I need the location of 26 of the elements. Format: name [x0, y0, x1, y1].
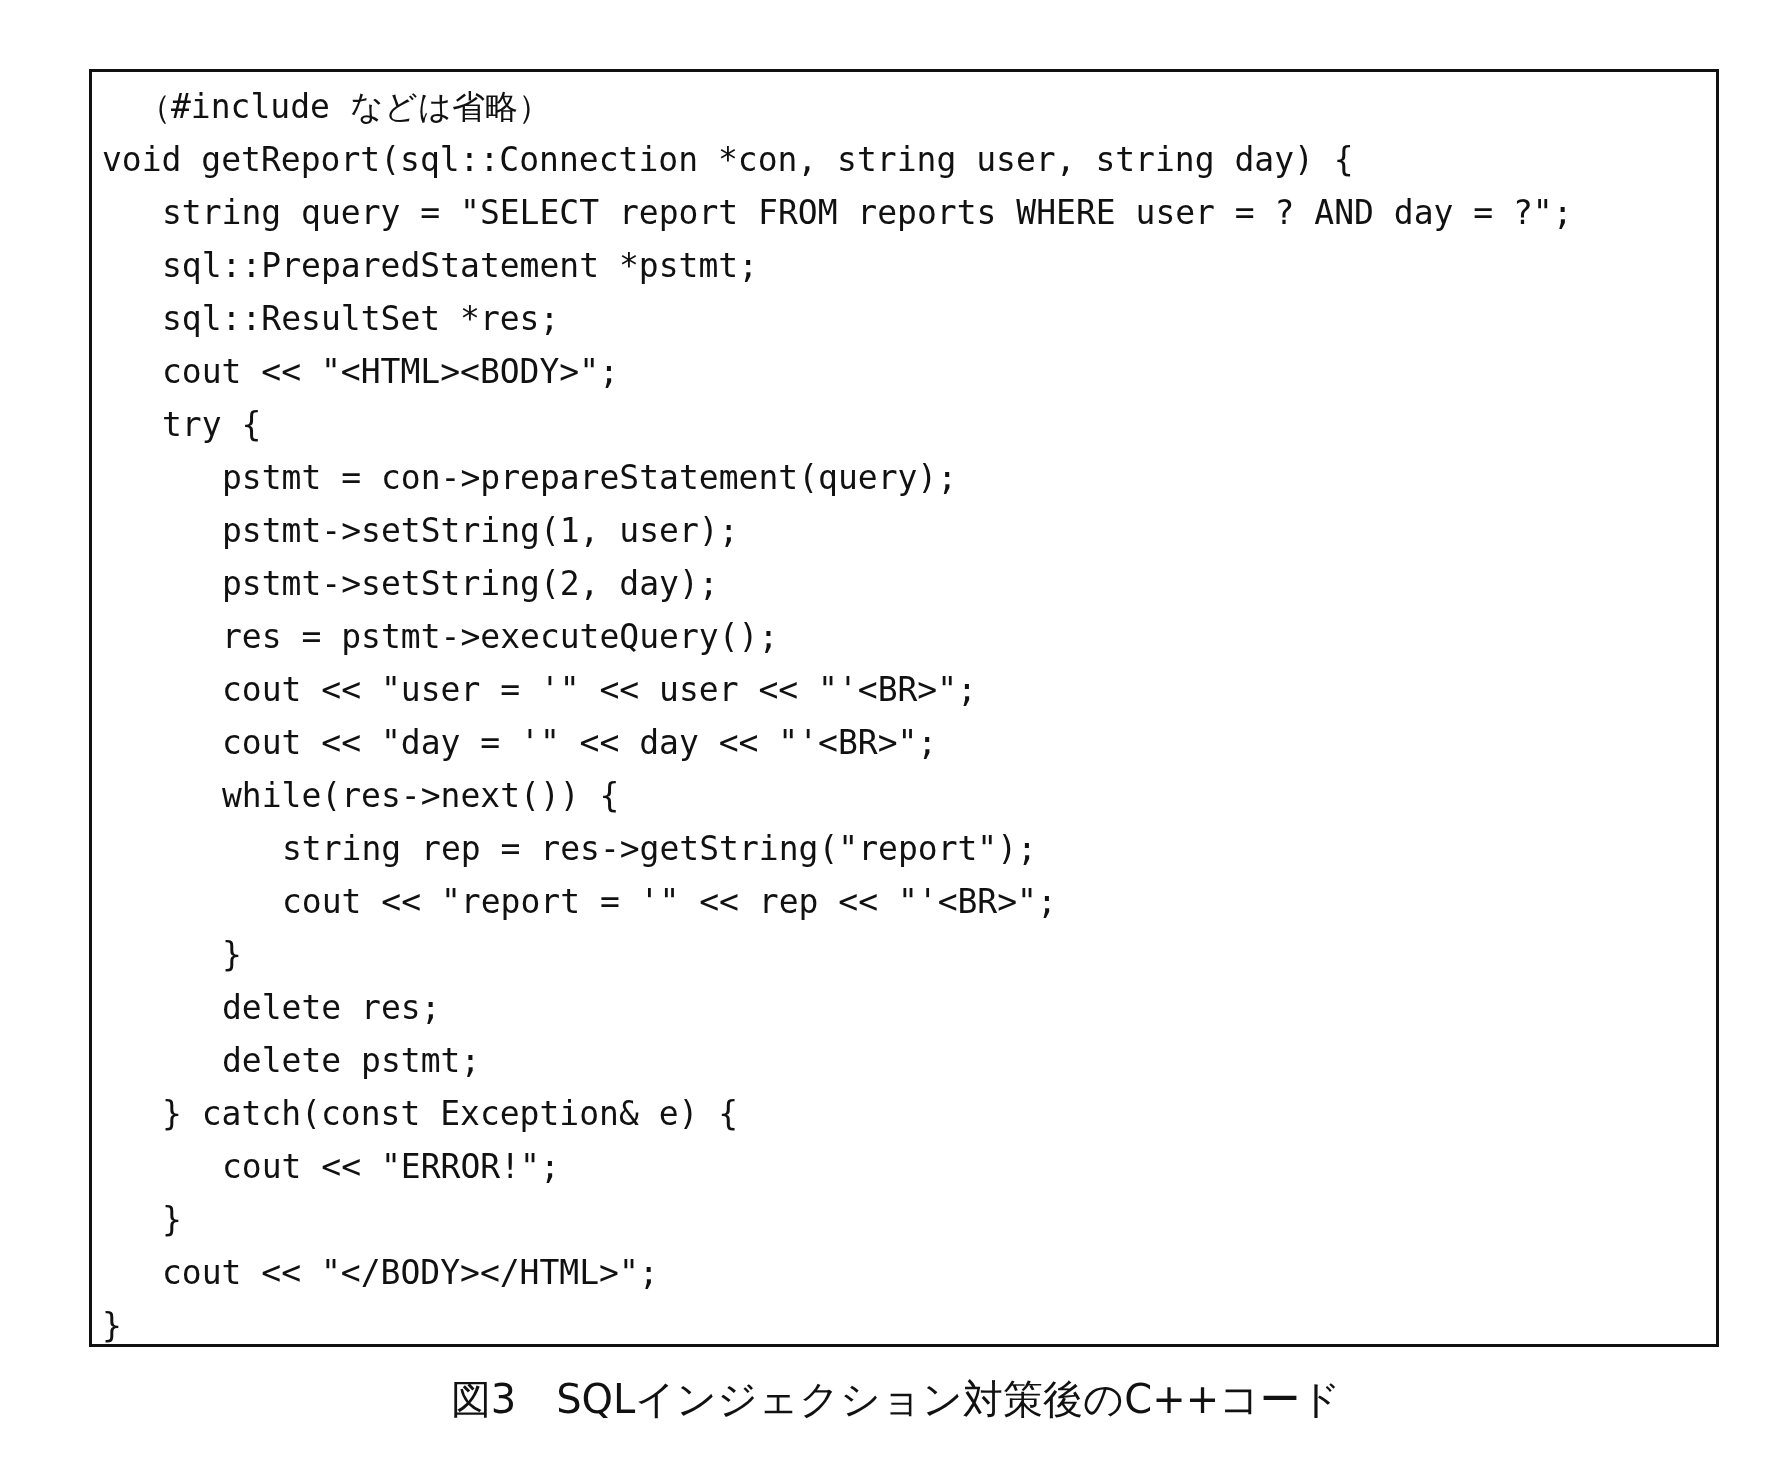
code-comment: （#include などは省略） [138, 86, 551, 128]
code-line: delete pstmt; [222, 1040, 481, 1082]
code-line: pstmt = con->prepareStatement(query); [222, 457, 958, 499]
code-line: cout << "user = '" << user << "'<BR>"; [222, 669, 977, 711]
code-line: } [102, 1305, 122, 1347]
code-line: } catch(const Exception& e) { [162, 1093, 739, 1135]
code-line: pstmt->setString(2, day); [222, 563, 719, 605]
code-line: } [162, 1199, 182, 1241]
code-line: cout << "</BODY></HTML>"; [162, 1252, 659, 1294]
code-line: string rep = res->getString("report"); [282, 828, 1037, 870]
code-line: cout << "<HTML><BODY>"; [162, 351, 619, 393]
figure-caption: 図3 SQLインジェクション対策後のC++コード [450, 1375, 1342, 1424]
code-line: cout << "day = '" << day << "'<BR>"; [222, 722, 938, 764]
code-line: while(res->next()) { [222, 775, 620, 817]
code-line: } [222, 934, 242, 976]
code-line: sql::PreparedStatement *pstmt; [162, 245, 759, 287]
code-line: res = pstmt->executeQuery(); [222, 616, 779, 658]
code-line: string query = "SELECT report FROM reports WHERE user = ? AND day = ?"; [162, 192, 1573, 234]
code-frame [89, 69, 1719, 1347]
code-line: void getReport(sql::Connection *con, string user, string day) { [102, 139, 1354, 181]
code-line: pstmt->setString(1, user); [222, 510, 739, 552]
code-line: delete res; [222, 987, 441, 1029]
code-line: sql::ResultSet *res; [162, 298, 560, 340]
code-line: try { [162, 404, 262, 446]
code-line: cout << "report = '" << rep << "'<BR>"; [282, 881, 1057, 923]
code-line: cout << "ERROR!"; [222, 1146, 560, 1188]
